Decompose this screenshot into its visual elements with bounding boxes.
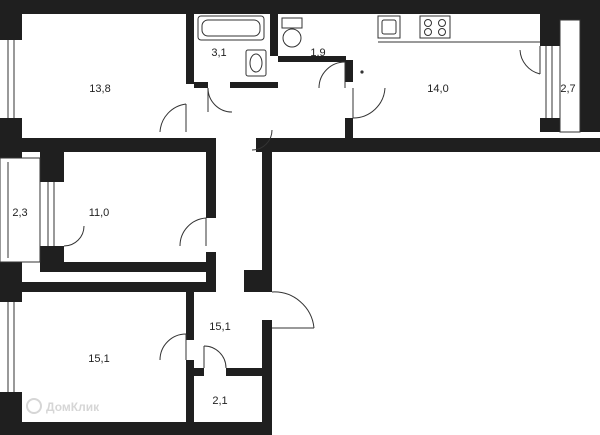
thin-lines	[0, 19, 581, 392]
area-label-bedroom-top-left: 13,8	[89, 83, 110, 95]
area-label-storage: 2,1	[212, 395, 227, 407]
drain-icon	[360, 70, 364, 74]
area-label-bathroom: 3,1	[211, 47, 226, 59]
bathtub-icon	[197, 15, 265, 41]
watermark-logo-icon	[26, 398, 42, 414]
kitchen-sink-icon	[377, 15, 540, 43]
area-label-bedroom-bottom: 15,1	[88, 353, 109, 365]
area-label-balcony-left: 2,3	[12, 207, 27, 219]
stove-icon	[419, 15, 451, 39]
area-label-kitchen: 14,0	[427, 83, 448, 95]
toilet-icon	[281, 17, 303, 48]
area-label-hallway: 15,1	[209, 321, 230, 333]
watermark-text: ДомКлик	[46, 400, 100, 414]
area-label-bedroom-middle: 11,0	[89, 207, 110, 219]
sink-icon	[245, 49, 267, 77]
area-label-toilet: 1,9	[310, 47, 325, 59]
watermark: ДомКлик	[26, 398, 100, 414]
area-label-balcony-right: 2,7	[560, 83, 575, 95]
